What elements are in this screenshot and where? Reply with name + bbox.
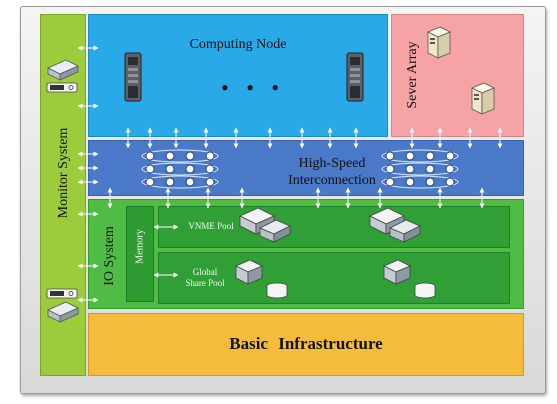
global-share-pool-panel: Global Share Pool <box>158 252 510 304</box>
computing-node-ellipsis: • • • <box>221 75 286 100</box>
server-tower-icon <box>427 26 451 59</box>
server-rack-icon <box>346 52 364 102</box>
high-speed-interconnection-label: High-Speed Interconnection <box>277 155 387 189</box>
global-share-label-line2: Share Pool <box>185 278 225 288</box>
high-speed-label-line1: High-Speed <box>298 156 366 171</box>
server-rack-icon <box>124 52 142 102</box>
disk-icon <box>266 282 288 299</box>
node-grid-icon <box>381 149 459 189</box>
sever-array-panel: Sever Array <box>391 14 524 137</box>
storage-array-icon <box>235 259 263 285</box>
monitor-device-icon <box>47 59 79 81</box>
memory-panel: Memory <box>126 206 154 302</box>
storage-array-icon <box>239 207 291 243</box>
node-grid-icon <box>141 149 219 189</box>
disk-icon <box>414 282 436 299</box>
vnme-pool-panel: VNME Pool <box>158 206 510 248</box>
keyboard-icon <box>46 82 78 93</box>
vnme-pool-label: VNME Pool <box>188 221 234 231</box>
computing-node-title: Computing Node <box>189 37 287 52</box>
global-share-label-line1: Global <box>192 267 218 277</box>
storage-array-icon <box>369 207 421 243</box>
global-share-pool-label: Global Share Pool <box>175 267 235 289</box>
basic-infrastructure-label: Basic Infrastructure <box>229 334 383 353</box>
storage-array-icon <box>383 259 411 285</box>
monitor-device-icon <box>47 301 79 323</box>
keyboard-icon <box>46 288 78 299</box>
high-speed-label-line2: Interconnection <box>288 173 376 188</box>
basic-infrastructure-panel: Basic Infrastructure <box>88 313 524 376</box>
server-tower-icon <box>471 82 495 115</box>
